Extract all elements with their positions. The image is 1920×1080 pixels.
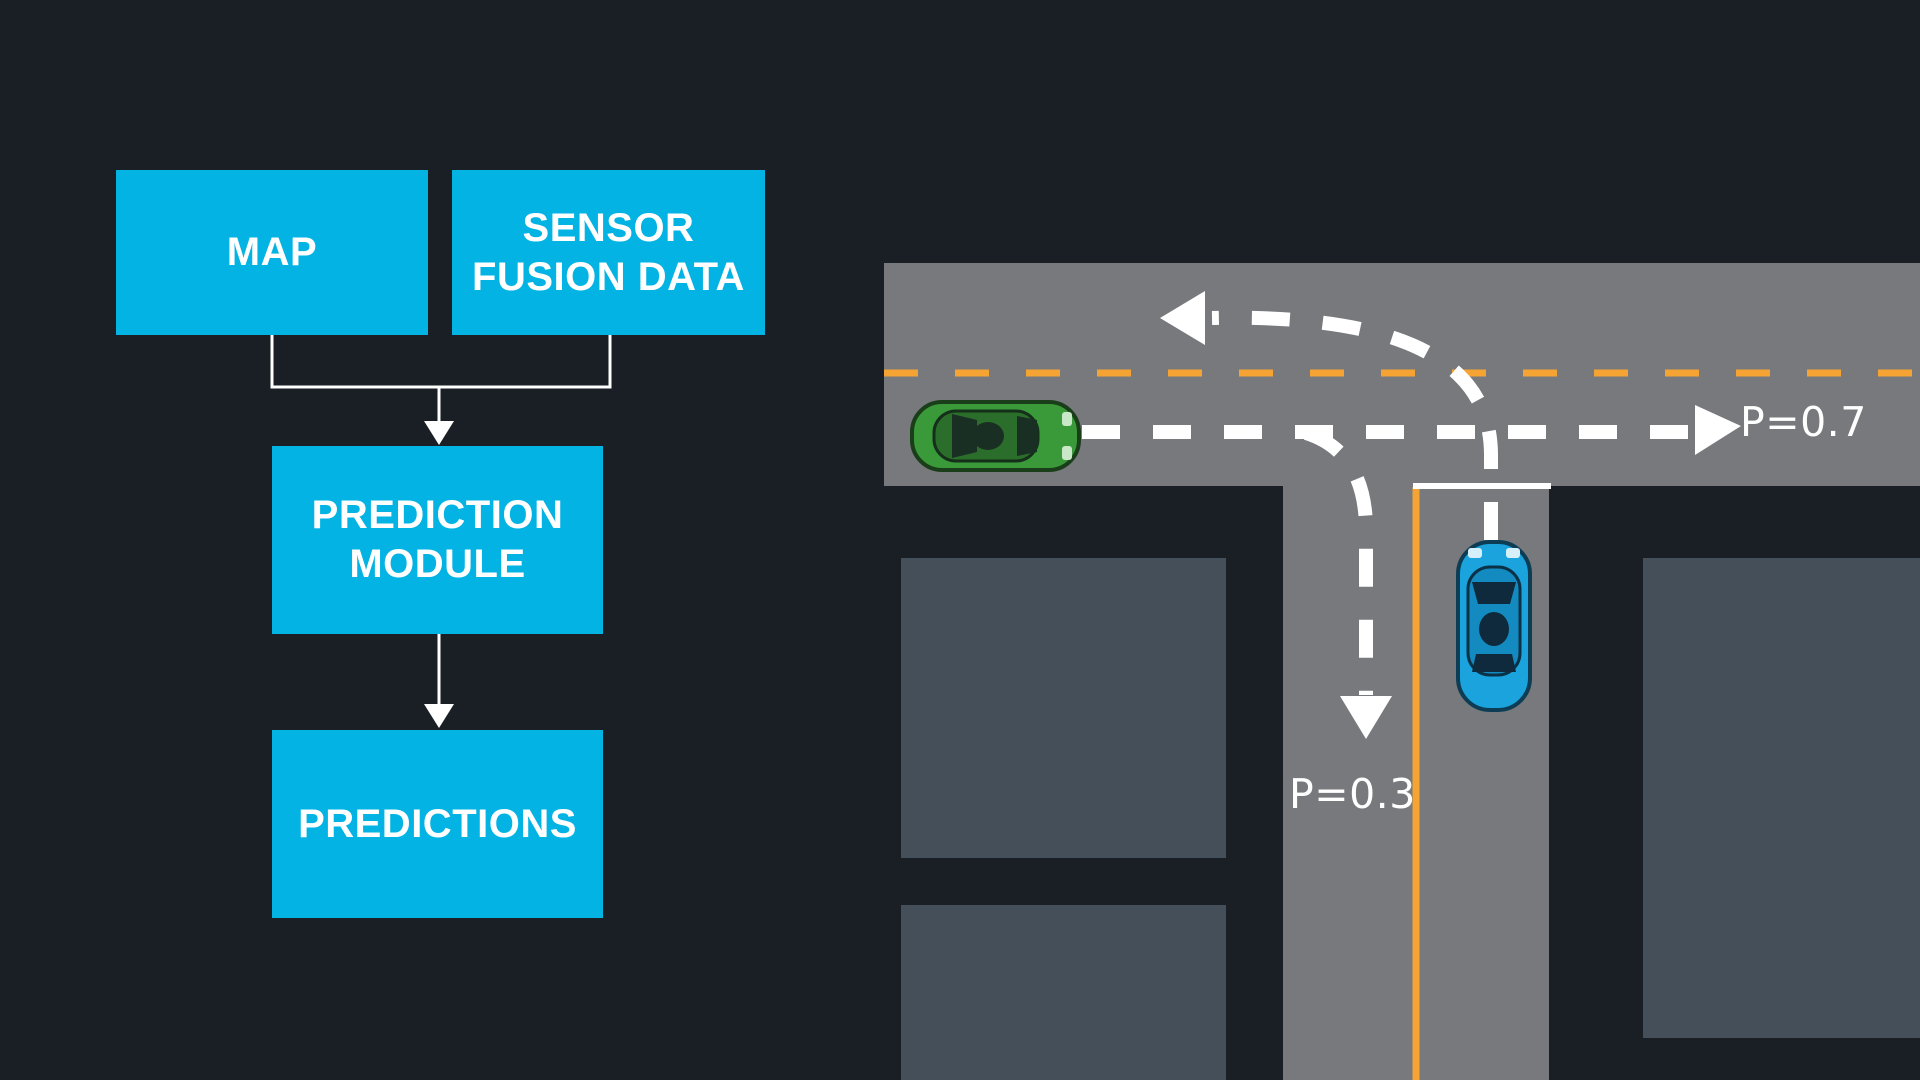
green-car-icon [910, 400, 1081, 472]
turn-probability-label: P=0.3 [1289, 770, 1416, 818]
map-box: MAP [116, 170, 428, 335]
arrow-to-predictions [424, 634, 454, 728]
sensor-fusion-label: SENSOR FUSION DATA [472, 205, 745, 299]
arrow-to-prediction-module [424, 387, 454, 445]
city-block-left-bottom [901, 905, 1226, 1080]
straight-probability-label: P=0.7 [1740, 398, 1867, 446]
city-block-left-top [901, 558, 1226, 858]
prediction-module-box: PREDICTION MODULE [272, 446, 603, 634]
merge-connector [270, 335, 612, 389]
sensor-fusion-box: SENSOR FUSION DATA [452, 170, 765, 335]
predictions-box: PREDICTIONS [272, 730, 603, 918]
prediction-module-label: PREDICTION MODULE [311, 493, 564, 586]
city-block-right [1643, 558, 1920, 1038]
trajectory-straight [1082, 405, 1741, 455]
blue-car-icon [1456, 540, 1532, 712]
predictions-label: PREDICTIONS [298, 801, 577, 846]
map-label: MAP [226, 230, 318, 274]
trajectory-right-turn [1303, 426, 1392, 739]
trajectory-ego-left-turn [1160, 291, 1498, 540]
